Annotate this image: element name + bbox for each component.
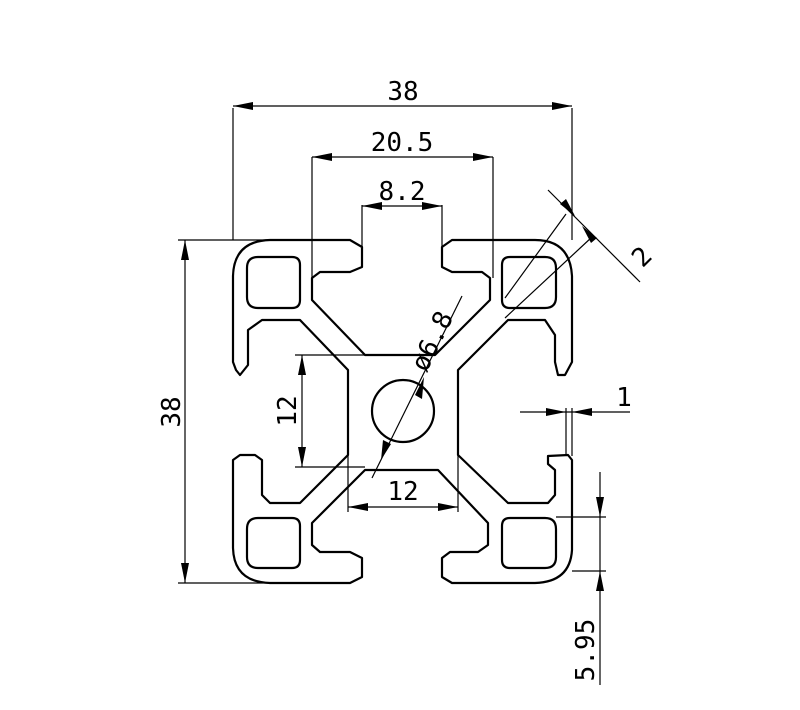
- dim-overall-width: 38: [232, 77, 573, 240]
- dim-center-bore-label: ø6.8: [406, 307, 460, 376]
- dim-slot-opening-label: 8.2: [379, 177, 426, 207]
- dim-slot-depth: 5.95: [556, 472, 606, 685]
- dim-slot-depth-label: 5.95: [571, 619, 601, 682]
- dim-core-width: 12: [347, 455, 459, 512]
- dim-wall-thickness: 1: [520, 383, 632, 456]
- dim-overall-width-label: 38: [387, 77, 418, 107]
- dim-outer-slot-width-label: 20.5: [371, 128, 434, 158]
- dim-center-bore: ø6.8: [371, 295, 463, 479]
- profile-outline: [231, 238, 574, 585]
- center-bore: [370, 378, 436, 444]
- dim-wall-thickness-label: 1: [616, 383, 632, 413]
- dim-overall-height-label: 38: [157, 396, 187, 427]
- dim-core-height-label: 12: [273, 395, 303, 426]
- dim-outer-slot-width: 20.5: [311, 128, 494, 278]
- dim-overall-height: 38: [157, 239, 270, 584]
- dim-core-width-label: 12: [387, 477, 418, 507]
- dim-diagonal-offset: 2: [504, 189, 658, 319]
- dim-diagonal-offset-label: 2: [626, 241, 658, 273]
- dim-slot-opening: 8.2: [361, 177, 443, 262]
- dim-core-height: 12: [273, 354, 365, 468]
